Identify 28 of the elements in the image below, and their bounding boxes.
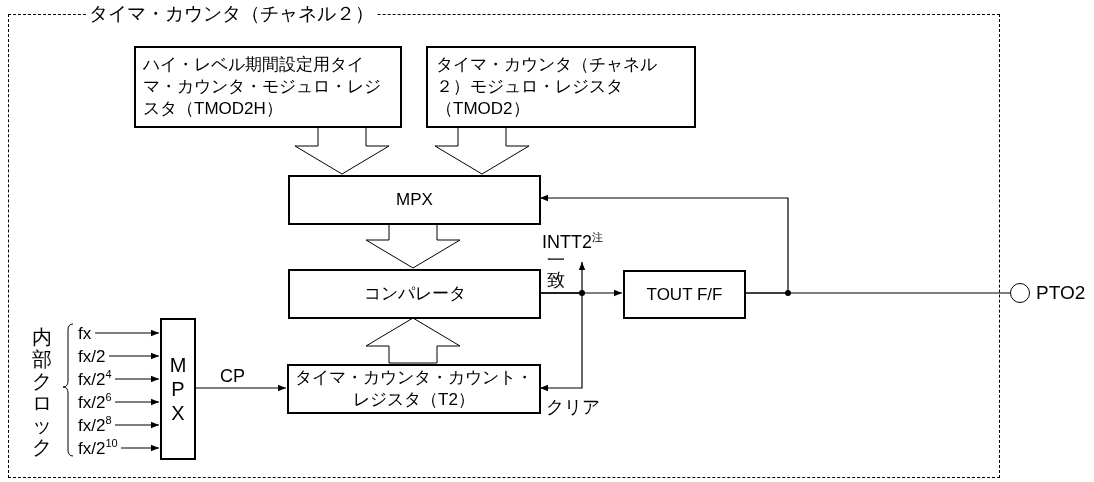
frame-heading: タイマ・カウンタ（チャネル２） xyxy=(87,3,376,25)
arrow xyxy=(114,398,160,406)
arrow xyxy=(114,421,160,429)
comparator-box: コンパレータ xyxy=(288,269,541,319)
edge-label: クリア xyxy=(546,397,600,417)
register-box: タイマ・カウンタ・カウント・レジスタ（T2） xyxy=(287,364,541,414)
clock-signal-label: fx/2$^{10}$ xyxy=(78,440,118,458)
multiplexer-box: MPX xyxy=(160,318,196,460)
block-arrow xyxy=(365,223,461,269)
clock-signal-label: fx/2 xyxy=(78,348,106,366)
clock-signal-label: fx xyxy=(78,325,92,343)
register-box: ハイ・レベル期間設定用タイマ・カウンタ・モジュロ・レジスタ（TMOD2H） xyxy=(134,46,402,128)
arrow xyxy=(114,375,160,383)
register-box: タイマ・カウンタ（チャネル２）モジュロ・レジスタ（TMOD2） xyxy=(426,46,696,128)
flip-flop-box: TOUT F/F xyxy=(623,270,746,319)
clock-signal-label: fx/2$^{8}$ xyxy=(78,417,112,435)
block-arrow xyxy=(365,317,461,364)
pin-label: PTO2 xyxy=(1036,282,1086,304)
block-arrow xyxy=(434,126,530,175)
clock-signal-label: fx/2$^{6}$ xyxy=(78,394,112,412)
arrow xyxy=(120,444,160,452)
block-arrow xyxy=(294,126,390,175)
vertical-label: 内部クロック xyxy=(32,326,53,458)
edge-label: 一致 xyxy=(547,250,566,290)
clock-signal-label: fx/2$^{4}$ xyxy=(78,371,112,389)
multiplexer-box: MPX xyxy=(288,175,541,225)
arrow xyxy=(94,329,160,337)
arrow xyxy=(108,352,160,360)
